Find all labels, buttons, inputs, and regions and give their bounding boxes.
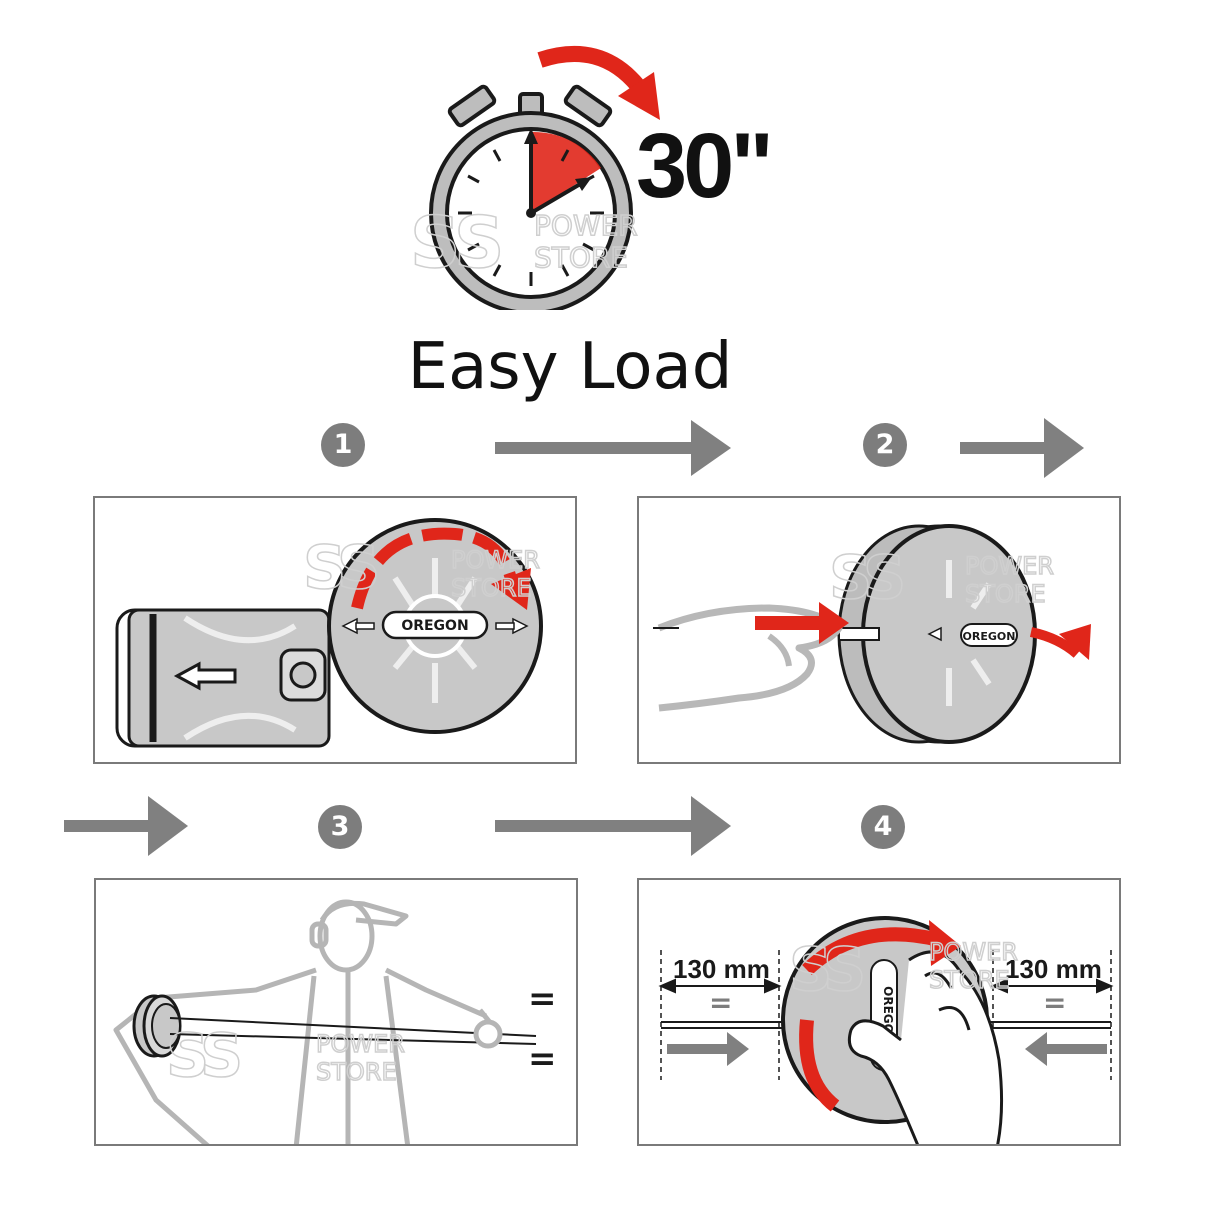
hand-icon: [653, 604, 843, 712]
timer-label: 30": [636, 115, 774, 217]
spool-icon: OREGON: [837, 524, 1037, 744]
stopwatch-button-right: [563, 84, 613, 128]
stopwatch-illustration: [429, 84, 633, 310]
flow-arrow-icon: [495, 420, 731, 476]
watermark-line2: STORE: [534, 241, 628, 274]
svg-text:S: S: [410, 205, 460, 275]
svg-text:S: S: [863, 543, 906, 613]
hand-icon: [847, 950, 1004, 1144]
step-badge-1: 1: [321, 423, 365, 467]
step-2-illustration: OREGON SS POWER STORE: [653, 524, 1091, 744]
watermark-logo: S S POWER STORE: [410, 205, 639, 275]
flow-arrow-icon: [960, 418, 1084, 478]
page-title: Easy Load: [407, 330, 733, 404]
left-measure-label: 130 mm: [673, 954, 770, 984]
watermark-line2: STORE: [929, 966, 1010, 994]
dial-ticks: [458, 140, 604, 286]
watermark-line2: STORE: [965, 580, 1046, 608]
spool-icon: OREGON: [327, 518, 543, 734]
svg-text:S: S: [789, 935, 832, 1005]
equal-sign: =: [1043, 986, 1066, 1019]
step-badge-2: 2: [863, 423, 907, 467]
watermark-line2: STORE: [316, 1058, 397, 1086]
svg-text:S: S: [166, 1021, 209, 1091]
svg-text:S: S: [454, 205, 504, 275]
stopwatch-button-left: [447, 84, 497, 128]
step-4-illustration: 130 mm 130 mm = = OREGON SS POWER STO: [658, 916, 1114, 1144]
svg-text:S: S: [337, 533, 380, 603]
watermark-line1: POWER: [534, 209, 638, 242]
svg-text:S: S: [823, 935, 866, 1005]
watermark-line1: POWER: [965, 552, 1054, 580]
oregon-logo: OREGON: [401, 618, 468, 634]
equal-sign: =: [528, 1039, 557, 1079]
person-icon: [113, 899, 498, 1144]
equal-sign: =: [709, 986, 732, 1019]
watermark-line1: POWER: [316, 1030, 405, 1058]
time-arrow-icon: [537, 46, 660, 120]
step-1-illustration: OREGON SS POWER STORE: [115, 518, 543, 748]
svg-text:S: S: [303, 533, 346, 603]
equal-sign: =: [528, 979, 557, 1019]
right-measure-label: 130 mm: [1005, 954, 1102, 984]
step-3-illustration: = = SS POWER STORE: [113, 899, 557, 1144]
step-badge-3: 3: [318, 805, 362, 849]
trimmer-housing: [115, 608, 331, 748]
watermark-line2: STORE: [451, 574, 532, 602]
step-badge-4: 4: [861, 805, 905, 849]
watermark-line1: POWER: [929, 938, 1018, 966]
oregon-logo: OREGON: [963, 630, 1016, 643]
elapsed-wedge: [531, 131, 601, 213]
flow-arrow-icon: [64, 796, 188, 856]
svg-text:S: S: [200, 1021, 243, 1091]
spool-icon: [132, 994, 182, 1058]
watermark-line1: POWER: [451, 546, 540, 574]
flow-arrow-icon: [495, 796, 731, 856]
svg-text:S: S: [829, 543, 872, 613]
